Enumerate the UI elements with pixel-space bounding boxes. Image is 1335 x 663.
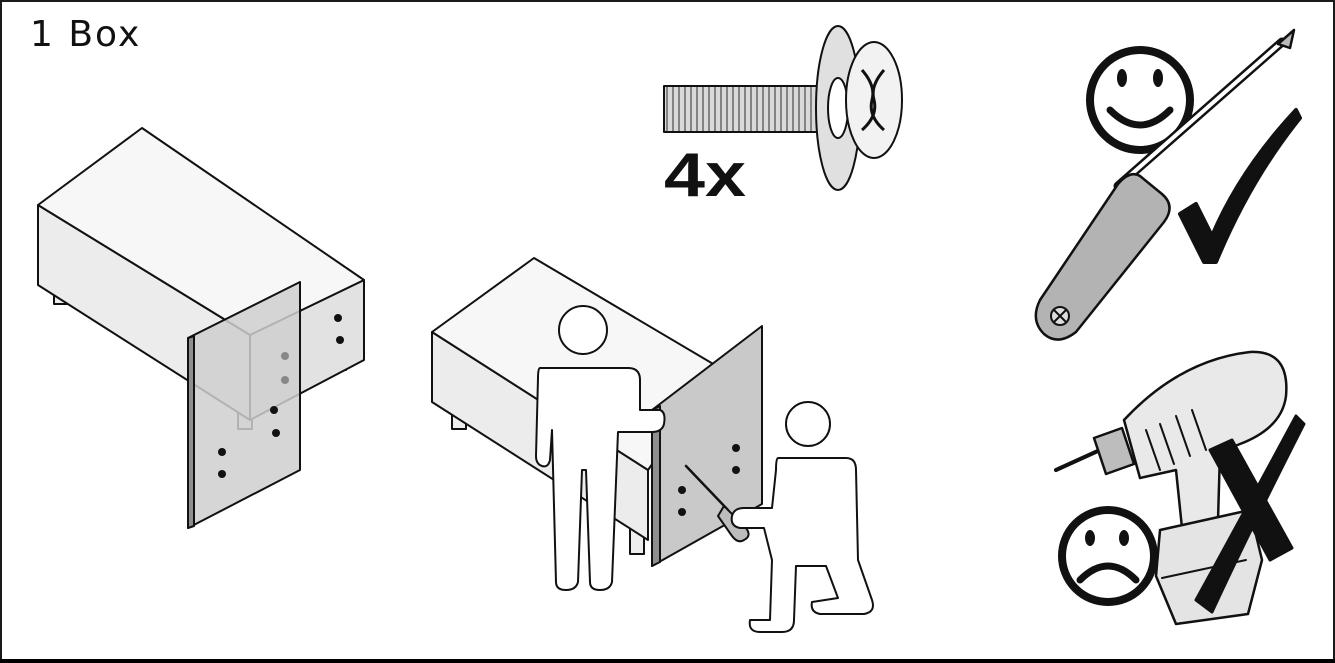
hole [732, 444, 740, 452]
page-title: 1 Box [30, 14, 142, 55]
hole [334, 314, 342, 322]
check-mark-icon [1178, 108, 1302, 264]
box-top [37, 127, 365, 336]
smiley-face-icon [1086, 46, 1194, 154]
hole [281, 352, 289, 360]
frame-bottom-edge [0, 659, 1335, 663]
screw-thread [663, 85, 835, 133]
hole [218, 470, 226, 478]
cross-mark-icon [1194, 414, 1306, 614]
quantity-label: 4x [664, 141, 747, 210]
hole [218, 448, 226, 456]
screwdriver-icon [1034, 28, 1296, 341]
side-panel-edge [187, 335, 195, 529]
screw-hardware [663, 25, 903, 191]
approved-tool-group [1034, 28, 1302, 341]
hole [281, 376, 289, 384]
hole [336, 336, 344, 344]
two-person-assembly [431, 257, 874, 633]
box-with-panel [37, 127, 365, 529]
rejected-tool-group [1054, 350, 1306, 626]
hole [270, 406, 278, 414]
frowning-face-icon [1058, 506, 1158, 606]
side-panel-edge [651, 405, 661, 567]
hole [678, 486, 686, 494]
power-drill-icon [1054, 350, 1288, 626]
hole [678, 508, 686, 516]
kneeling-person-figure [730, 401, 874, 633]
standing-person-figure [535, 305, 666, 591]
hole [272, 429, 280, 437]
hole [732, 466, 740, 474]
